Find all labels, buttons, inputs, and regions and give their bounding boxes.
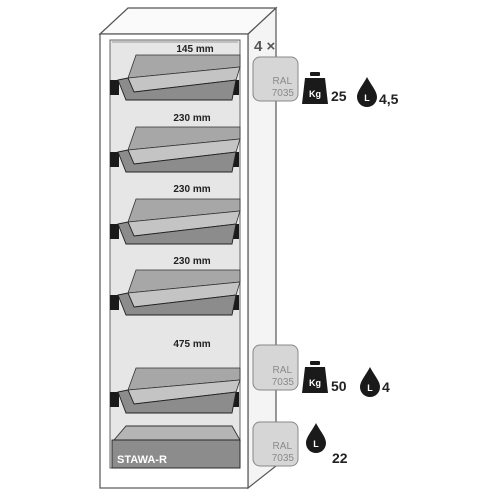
weight-icon: Kg — [302, 72, 328, 104]
ral-code: 7035 — [272, 88, 295, 99]
volume-value: 4,5 — [379, 91, 399, 107]
weight-icon-label: Kg — [309, 378, 321, 388]
drawer-count-label: 4 × — [254, 38, 276, 55]
ral-code: 7035 — [272, 453, 295, 464]
weight-icon-label: Kg — [309, 89, 321, 99]
spec-group-sump: RAL 7035 L 22 — [252, 421, 348, 467]
drawer-tray-front — [117, 77, 237, 101]
drop-icon-label: L — [364, 93, 370, 103]
drawer-slide-left — [110, 295, 119, 310]
spacing-label-2: 230 mm — [173, 113, 210, 124]
drawer-1 — [110, 54, 241, 101]
sump-front — [111, 439, 241, 469]
ral-color-swatch — [252, 56, 299, 102]
spec-group-drawers: RAL 7035 Kg 25 L 4,5 — [252, 56, 399, 107]
drawer-slide-left — [110, 224, 119, 239]
weight-value: 50 — [331, 378, 347, 394]
spacing-label-3: 230 mm — [173, 184, 210, 195]
drawer-tray-front — [117, 149, 237, 173]
ral-color-swatch — [252, 344, 299, 391]
ral-color-swatch — [252, 421, 299, 467]
drawer-slide-left — [110, 152, 119, 167]
spacing-label-5: 475 mm — [173, 339, 210, 350]
drawer-3 — [110, 198, 241, 245]
drawer-2 — [110, 126, 241, 173]
ral-label: RAL — [273, 365, 293, 376]
spacing-label-1: 145 mm — [176, 44, 213, 55]
drawer-tray-front — [117, 389, 237, 414]
bottom-sump — [111, 425, 241, 469]
drawer-tray-front — [117, 292, 237, 316]
ral-label: RAL — [273, 441, 293, 452]
sump-inner — [113, 425, 241, 441]
ral-label: RAL — [273, 76, 293, 87]
weight-icon: Kg — [302, 361, 328, 393]
drop-icon-label: L — [313, 439, 319, 449]
weight-value: 25 — [331, 88, 347, 104]
drawer-slide-left — [110, 392, 119, 407]
spacing-label-4: 230 mm — [173, 256, 210, 267]
liquid-drop-icon: L — [357, 77, 377, 107]
volume-value: 22 — [332, 450, 348, 466]
drop-icon-label: L — [367, 383, 373, 393]
liquid-drop-icon: L — [360, 367, 380, 397]
drawer-4 — [110, 269, 241, 316]
model-name-label: STAWA-R — [117, 454, 167, 466]
drawer-tray-front — [117, 221, 237, 245]
drawer-5 — [110, 367, 241, 414]
drawer-slide-left — [110, 80, 119, 95]
cabinet-top-panel — [98, 7, 278, 35]
volume-value: 4 — [382, 379, 390, 395]
spec-group-bottom-drawer: RAL 7035 Kg 50 L 4 — [252, 344, 390, 397]
ral-code: 7035 — [272, 377, 295, 388]
liquid-drop-icon: L — [306, 423, 326, 453]
